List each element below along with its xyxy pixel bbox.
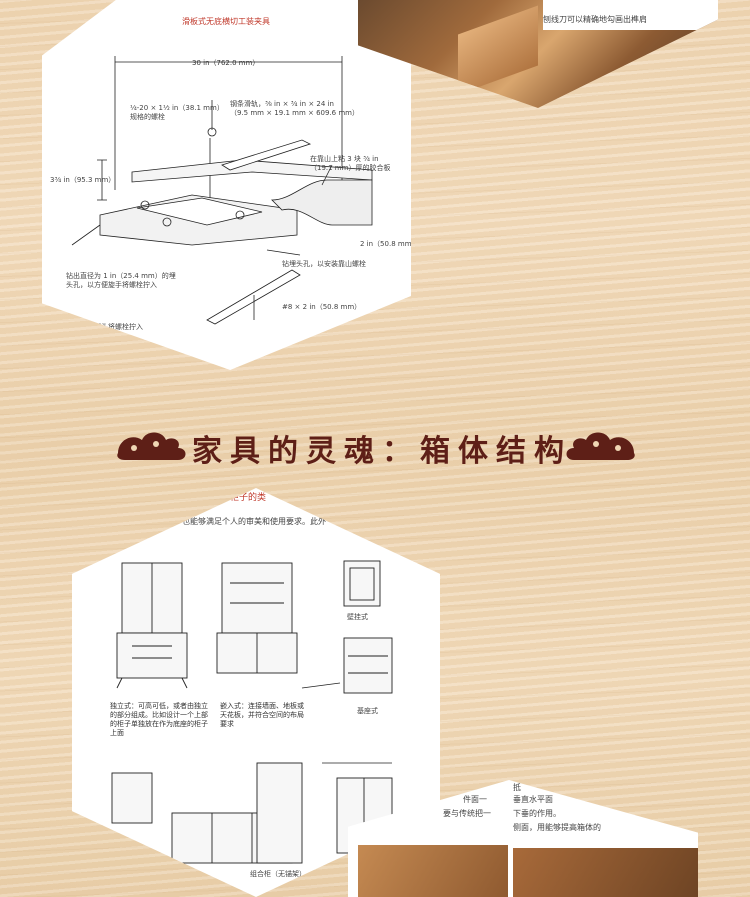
cabinet-types-panel: 柜子的类 也能够满足个人的审美和使用要求。此外: [72, 488, 440, 897]
jig-side-note-2: （19.1 mm）厚的胶合板: [310, 164, 391, 172]
caption-freestanding: 独立式：可高可低，或者由独立的部分组成。比如设计一个上部的柜子单独放在作为底座的…: [110, 702, 208, 737]
photo-cabinet: [513, 848, 698, 897]
text-line-4: 侧面，用能够提高箱体的: [513, 823, 601, 832]
section-title: 家具的灵魂：箱体结构: [192, 434, 572, 469]
cabinet-header: 柜子的类: [230, 493, 267, 503]
text-line-1: 抵: [513, 783, 521, 792]
section-title-row: [0, 418, 750, 476]
cabinet-intro: 也能够满足个人的审美和使用要求。此外: [182, 517, 326, 526]
jig-diagram-panel: 滑板式无底横切工装夹具 30 in（762.0 mm） ¹⁄₄-20 × 1¹⁄: [42, 0, 411, 370]
jig-height-dim: 3³⁄₄ in（95.3 mm）: [50, 176, 116, 184]
jig-bar-spec: 钢条滑轨，³⁄₈ in × ³⁄₄ in × 24 in: [230, 100, 334, 108]
photo-caption: 刨线刀可以精确地勾画出榫肩: [543, 15, 647, 24]
caption-band: [543, 0, 718, 30]
jig-bolt-spec: ¹⁄₄-20 × 1¹⁄₂ in（38.1 mm）: [130, 104, 224, 112]
text-line-3: 下垂的作用。: [513, 809, 561, 818]
jig-bolt-desc: 规格的螺栓: [130, 113, 165, 121]
cabinet-drawings: [111, 560, 393, 864]
photo-drawer: [358, 845, 508, 897]
caption-built-in: 嵌入式：连接墙面、地板或天花板，并符合空间的布局要求: [220, 702, 304, 728]
jig-bar-mm: （9.5 mm × 19.1 mm × 609.6 mm）: [230, 109, 359, 117]
jig-right-dim: 2 in（50.8 mm）: [360, 240, 411, 248]
jig-title: 滑板式无底横切工装夹具: [182, 17, 270, 26]
text-line-5: 要与传统把一: [443, 809, 491, 818]
jig-side-note-1: 在靠山上粘 3 块 ³⁄₄ in: [310, 155, 379, 163]
jig-width-dim: 30 in（762.0 mm）: [192, 59, 260, 67]
label-combination: 组合柜（无锚架）: [250, 870, 306, 878]
jig-slot-note: 钻埋头孔，以安装靠山螺栓: [282, 260, 366, 268]
jig-drawing: [71, 56, 373, 325]
text-line-6: 件面一: [463, 795, 487, 804]
jig-bottom-note: 沉头将螺栓拧入: [94, 323, 143, 331]
cloud-ornaments: [117, 432, 635, 460]
label-wall-hung: 壁挂式: [347, 613, 368, 621]
jig-drill-note-2: 头孔，以方便旋手将螺栓拧入: [66, 281, 157, 289]
label-base: 基座式: [357, 707, 378, 715]
jig-screw-spec: #8 × 2 in（50.8 mm）: [282, 303, 362, 311]
jig-drill-note-1: 钻出直径为 1 in（25.4 mm）的埋: [66, 272, 176, 280]
text-line-2: 垂直水平面: [513, 795, 553, 804]
